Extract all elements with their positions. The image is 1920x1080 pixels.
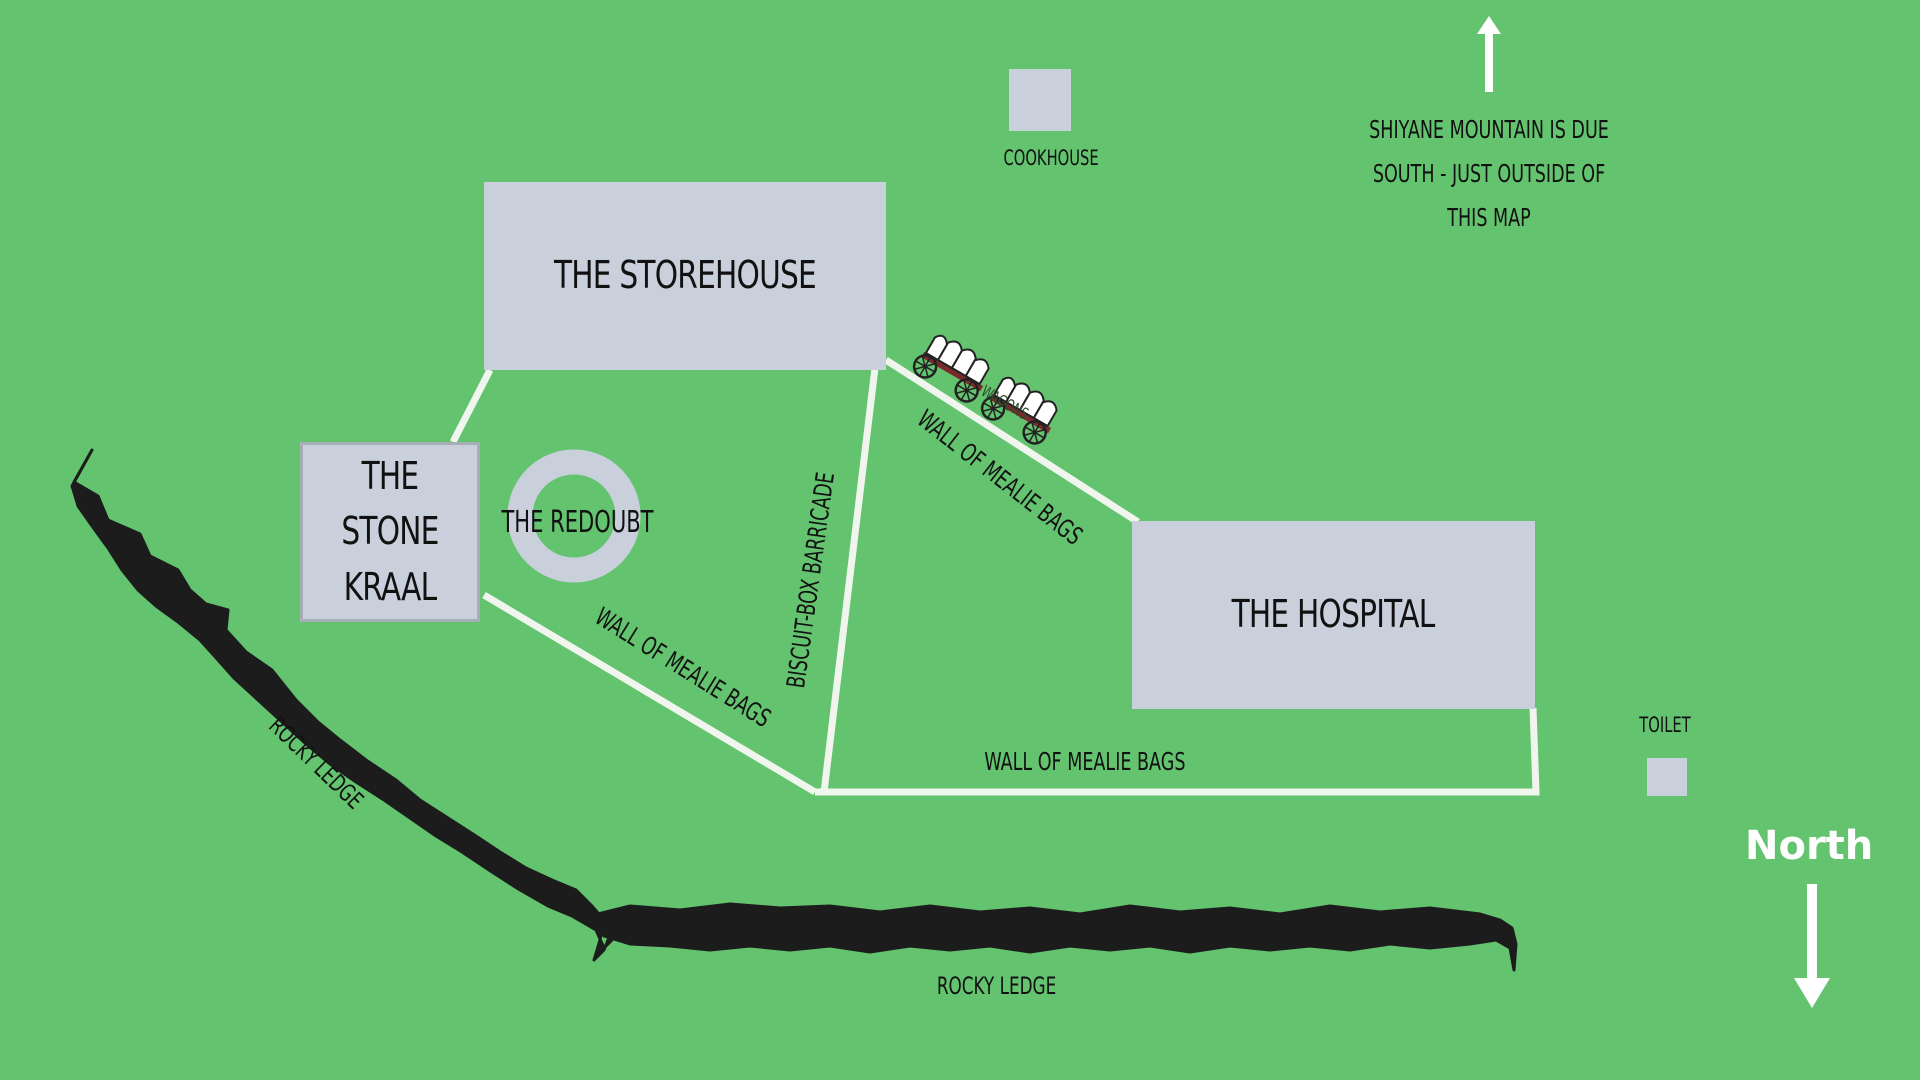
north-label: North xyxy=(1745,823,1874,869)
cookhouse-label: COOKHOUSE xyxy=(1003,146,1099,170)
toilet-label: TOILET xyxy=(1639,713,1691,737)
rocky-ledge-bottom xyxy=(596,902,1518,972)
wagon-icon xyxy=(980,376,1058,445)
wall-mealie-bags-kraal xyxy=(482,591,817,796)
stone-kraal-building: THE STONE KRAAL xyxy=(300,442,480,622)
hospital-building: THE HOSPITAL xyxy=(1132,521,1535,709)
wall-mealie-bags-front xyxy=(884,357,1140,525)
stone-kraal-label: THE STONE KRAAL xyxy=(341,454,439,609)
wall-kraal-to-storehouse xyxy=(449,368,494,444)
cookhouse-building xyxy=(1009,69,1071,131)
redoubt-label: THE REDOUBT xyxy=(501,505,654,540)
toilet-building xyxy=(1647,758,1687,796)
arrow-up-icon xyxy=(1477,16,1501,92)
wagon-icon xyxy=(912,334,990,403)
rocky-ledge-bottom-label: ROCKY LEDGE xyxy=(936,972,1057,1000)
shiyane-note: SHIYANE MOUNTAIN IS DUE SOUTH - JUST OUT… xyxy=(1369,115,1609,232)
wall-biscuit-box-barricade xyxy=(820,367,879,793)
redoubt-ring xyxy=(507,449,641,583)
arrow-down-icon xyxy=(1794,884,1830,1008)
wall-mealie-bags-south-label: WALL OF MEALIE BAGS xyxy=(984,747,1186,776)
wall-mealie-bags-south xyxy=(815,707,1540,796)
storehouse-label: THE STOREHOUSE xyxy=(553,253,817,298)
storehouse-building: THE STOREHOUSE xyxy=(484,182,886,370)
hospital-label: THE HOSPITAL xyxy=(1232,592,1436,637)
